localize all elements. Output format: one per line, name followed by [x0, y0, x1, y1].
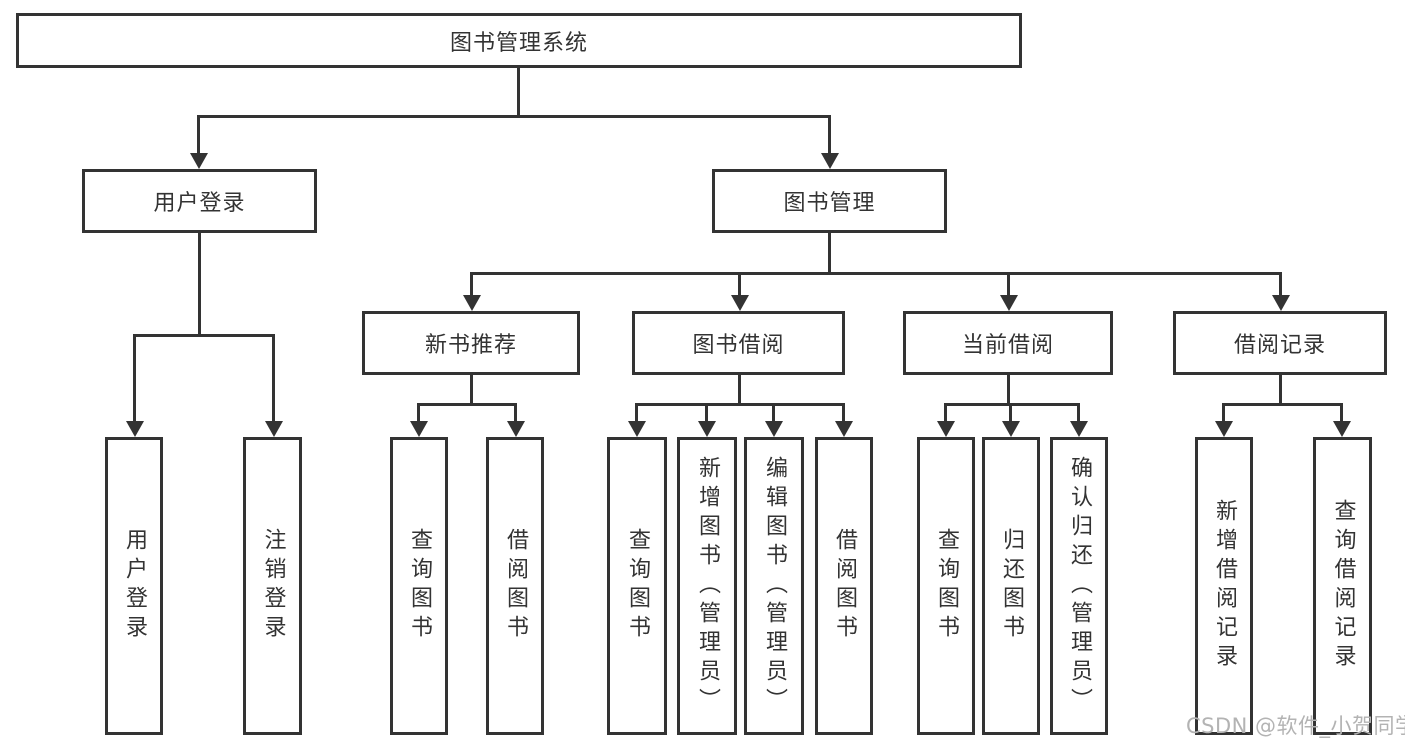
node-label: 注销登录 [260, 528, 286, 644]
node-label: 当前借阅 [961, 333, 1054, 358]
connector-line [738, 375, 741, 406]
node-label: 借阅图书 [832, 528, 857, 644]
leaf-add-borrow-record: 新增借阅记录 [1195, 437, 1253, 735]
leaf-logout: 注销登录 [243, 437, 302, 735]
connector-line [417, 403, 420, 422]
leaf-borrow-books-recommend: 借阅图书 [486, 437, 544, 735]
leaf-return-books: 归还图书 [982, 437, 1040, 735]
arrow-down-icon [628, 421, 646, 437]
connector-line [772, 403, 775, 422]
connector-line [470, 375, 473, 406]
connector-line [470, 272, 1282, 275]
connector-line [1340, 403, 1343, 422]
arrow-down-icon [463, 295, 481, 311]
connector-line [1009, 403, 1012, 422]
arrow-down-icon [1215, 421, 1233, 437]
node-label: 归还图书 [999, 528, 1024, 644]
arrow-down-icon [821, 153, 839, 169]
connector-line [133, 334, 136, 422]
connector-line [944, 403, 947, 422]
connector-line [705, 403, 708, 422]
node-label: 编辑图书（管理员） [762, 455, 787, 717]
connector-line [1279, 272, 1282, 296]
node-label: 查询借阅记录 [1330, 499, 1356, 673]
node-label: 新增图书（管理员） [695, 455, 720, 717]
arrow-down-icon [126, 421, 144, 437]
leaf-query-books-borrow: 查询图书 [607, 437, 667, 735]
arrow-down-icon [835, 421, 853, 437]
node-label: 借阅图书 [503, 528, 528, 644]
connector-line [738, 272, 741, 296]
leaf-query-books-recommend: 查询图书 [390, 437, 448, 735]
connector-line [635, 403, 638, 422]
connector-line [944, 403, 1080, 406]
connector-line [197, 115, 831, 118]
node-label: 图书管理 [783, 191, 876, 216]
connector-line [828, 233, 831, 275]
connector-line [842, 403, 845, 422]
arrow-down-icon [1002, 421, 1020, 437]
connector-line [1007, 272, 1010, 296]
connector-line [1222, 403, 1225, 422]
connector-line [514, 403, 517, 422]
node-book-management: 图书管理 [712, 169, 947, 233]
arrow-down-icon [1070, 421, 1088, 437]
connector-line [1279, 375, 1282, 406]
arrow-down-icon [698, 421, 716, 437]
csdn-watermark: CSDN @软件_小贺同学 [1186, 714, 1405, 738]
connector-line [635, 403, 845, 406]
leaf-query-books-current: 查询图书 [917, 437, 975, 735]
connector-line [828, 115, 831, 155]
arrow-down-icon [190, 153, 208, 169]
leaf-query-borrow-record: 查询借阅记录 [1313, 437, 1372, 735]
connector-line [417, 403, 517, 406]
node-library-management-system: 图书管理系统 [16, 13, 1022, 68]
node-book-borrowing: 图书借阅 [632, 311, 845, 375]
connector-line [1007, 375, 1010, 406]
connector-line [517, 68, 520, 118]
connector-line [133, 334, 275, 337]
connector-line [197, 115, 200, 155]
connector-line [470, 272, 473, 296]
node-label: 图书借阅 [692, 333, 785, 358]
arrow-down-icon [731, 295, 749, 311]
connector-line [272, 334, 275, 422]
node-label: 图书管理系统 [449, 30, 588, 56]
node-label: 确认归还（管理员） [1067, 455, 1092, 717]
node-user-login: 用户登录 [82, 169, 317, 233]
node-label: 查询图书 [625, 528, 650, 644]
node-label: 用户登录 [122, 528, 147, 644]
node-label: 查询图书 [934, 528, 959, 644]
arrow-down-icon [1272, 295, 1290, 311]
arrow-down-icon [1333, 421, 1351, 437]
leaf-user-login: 用户登录 [105, 437, 163, 735]
node-label: 借阅记录 [1233, 333, 1326, 358]
arrow-down-icon [937, 421, 955, 437]
node-label: 新增借阅记录 [1212, 499, 1237, 673]
connector-line [1222, 403, 1343, 406]
node-current-borrowing: 当前借阅 [903, 311, 1113, 375]
connector-line [198, 233, 201, 337]
arrow-down-icon [765, 421, 783, 437]
node-new-book-recommend: 新书推荐 [362, 311, 580, 375]
node-label: 用户登录 [153, 191, 246, 216]
arrow-down-icon [265, 421, 283, 437]
leaf-add-books-admin: 新增图书（管理员） [677, 437, 737, 735]
leaf-edit-books-admin: 编辑图书（管理员） [744, 437, 804, 735]
node-label: 查询图书 [407, 528, 432, 644]
leaf-confirm-return-admin: 确认归还（管理员） [1050, 437, 1108, 735]
arrow-down-icon [1000, 295, 1018, 311]
connector-line [1077, 403, 1080, 422]
arrow-down-icon [507, 421, 525, 437]
node-label: 新书推荐 [424, 333, 517, 358]
arrow-down-icon [410, 421, 428, 437]
leaf-borrow-books: 借阅图书 [815, 437, 873, 735]
node-borrowing-records: 借阅记录 [1173, 311, 1387, 375]
